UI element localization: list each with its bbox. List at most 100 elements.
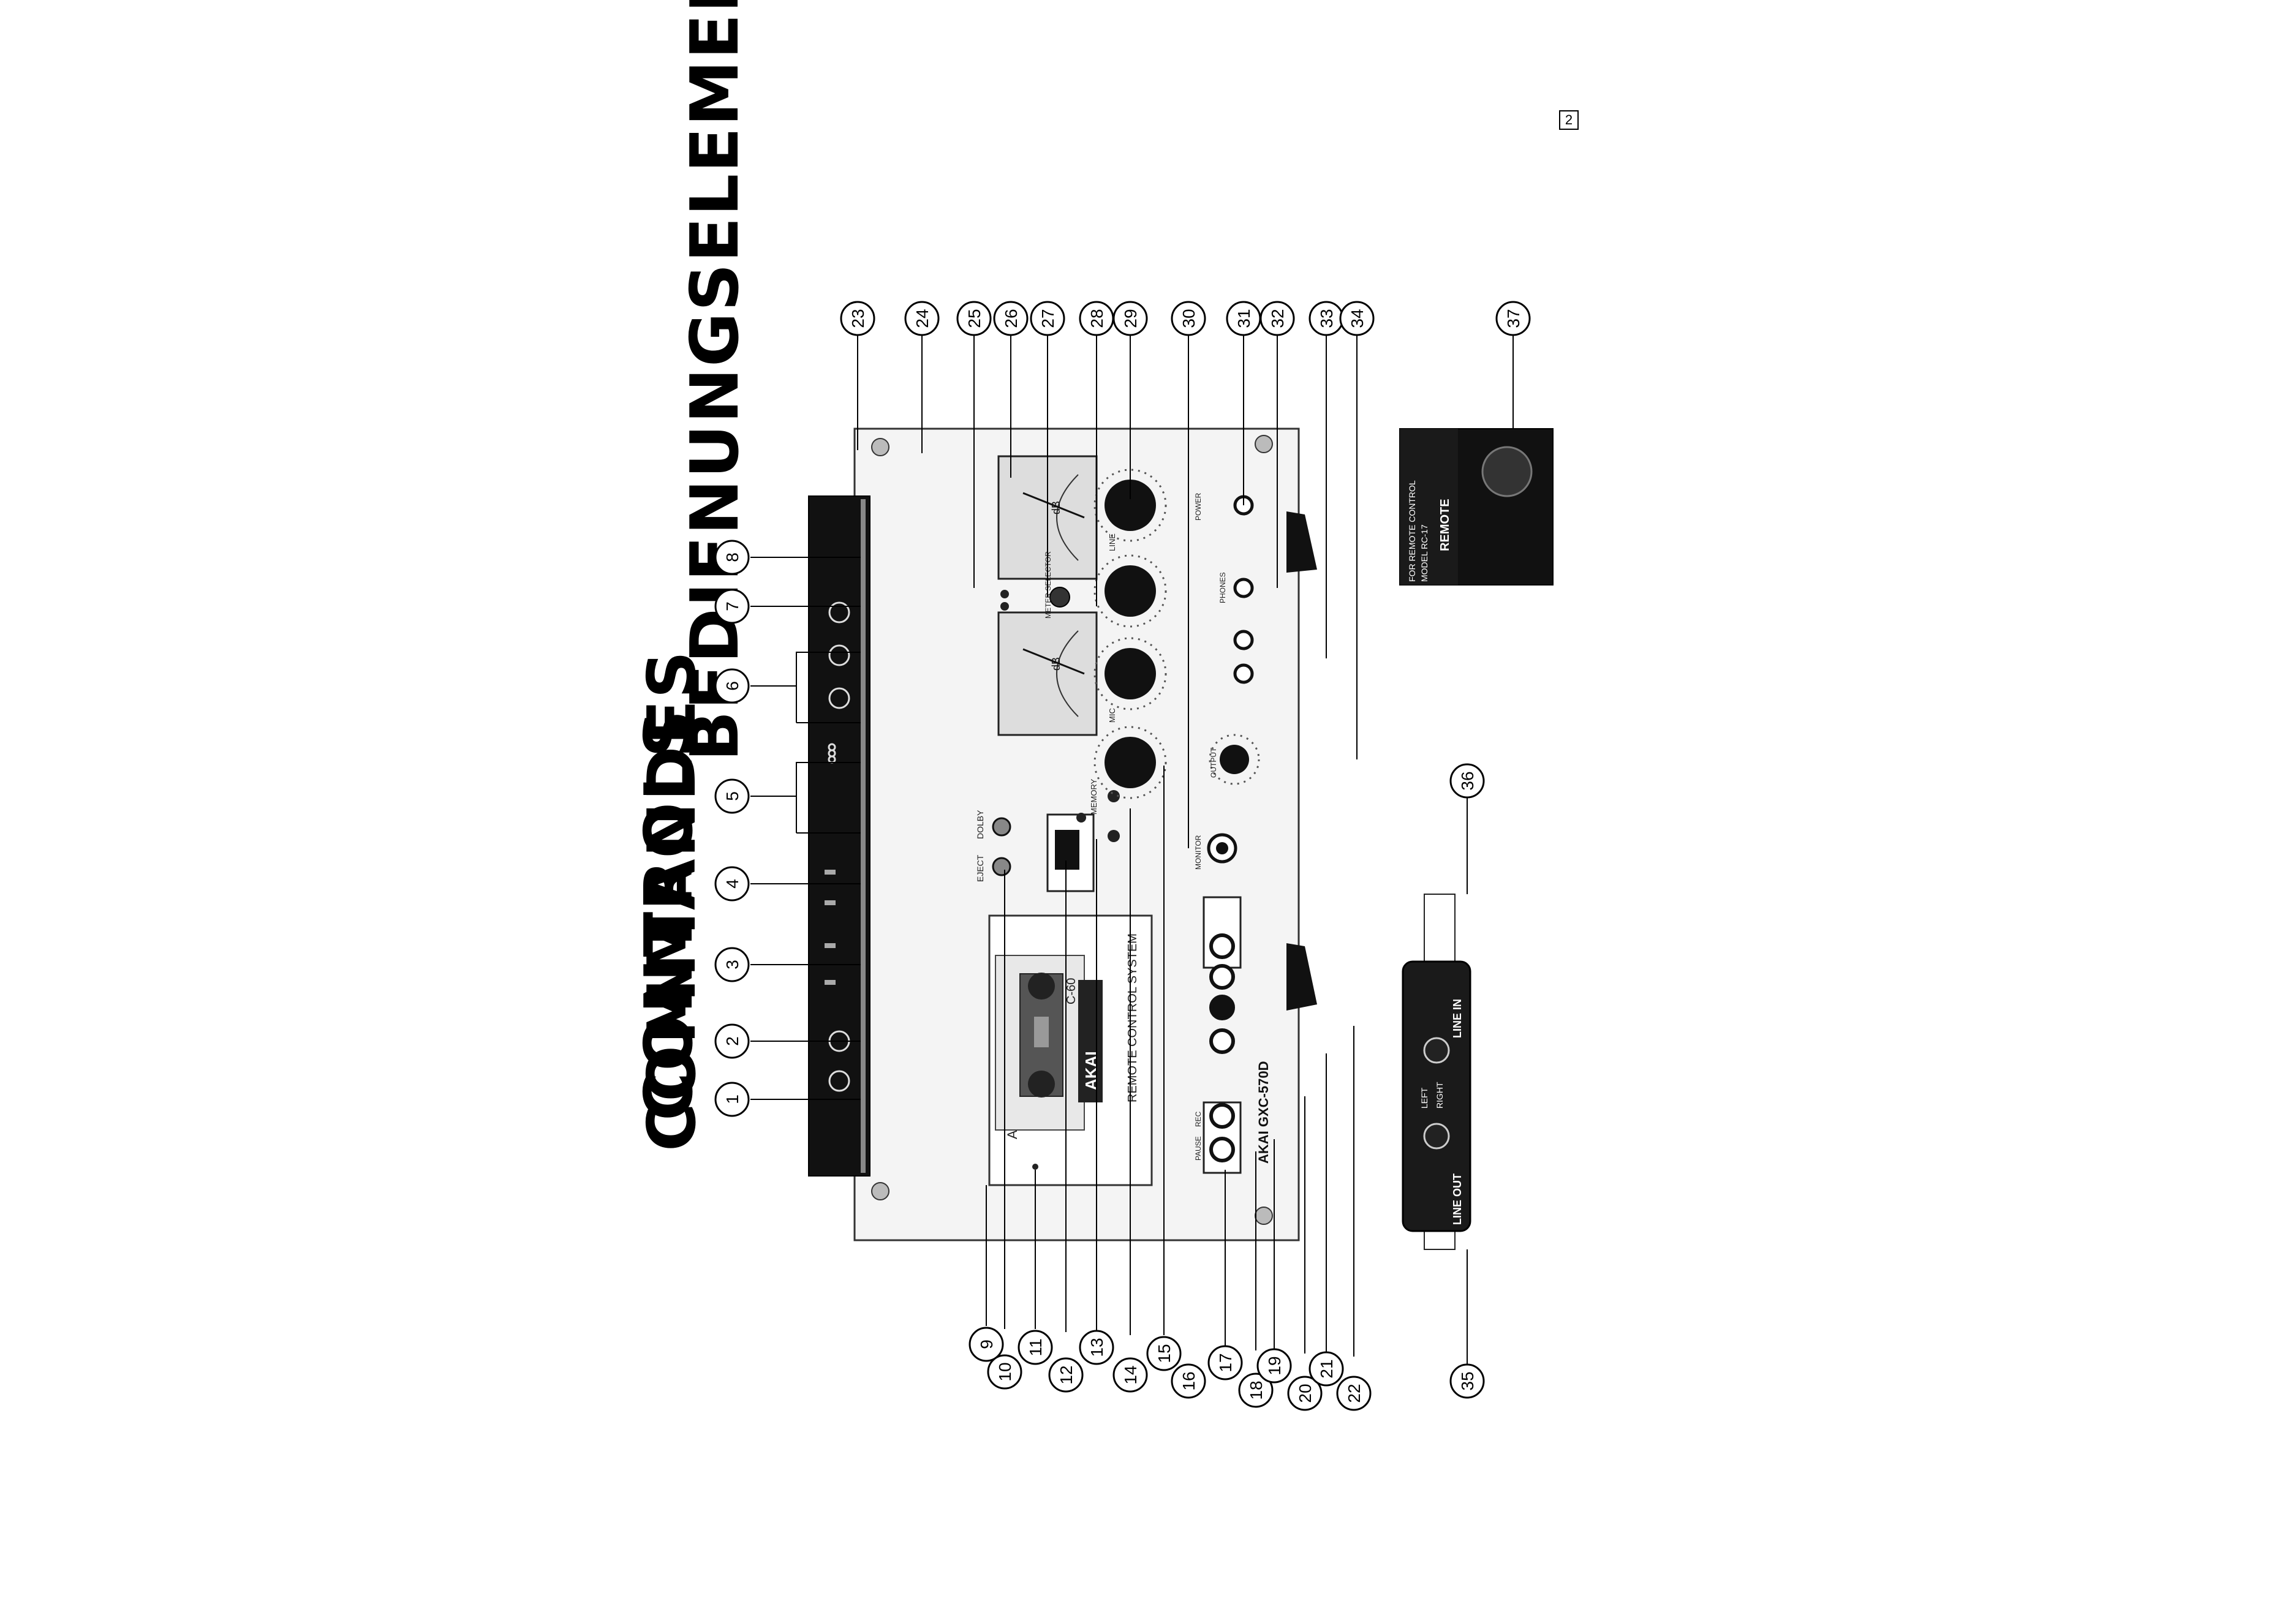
memory-switch[interactable] — [1108, 830, 1120, 842]
line-level-right-knob[interactable] — [1093, 469, 1167, 542]
callout-number: 28 — [1087, 309, 1106, 328]
svg-text:MIC: MIC — [1108, 708, 1117, 723]
rec-button[interactable] — [1209, 1103, 1235, 1129]
callout-32: 32 — [1259, 301, 1295, 336]
fast-forward-button[interactable] — [1209, 933, 1235, 959]
svg-text:LINE IN: LINE IN — [1451, 999, 1463, 1038]
callout-number: 37 — [1504, 309, 1523, 328]
svg-text:POWER: POWER — [1194, 492, 1203, 521]
callout-15: 15 — [1146, 1336, 1182, 1371]
callout-number: 20 — [1296, 1384, 1315, 1403]
callout-number: 12 — [1057, 1365, 1076, 1384]
callout-27: 27 — [1030, 301, 1065, 336]
dolby-button[interactable] — [992, 817, 1011, 837]
callout-number: 9 — [977, 1339, 996, 1349]
callout-10: 10 — [987, 1354, 1022, 1390]
callout-16: 16 — [1171, 1363, 1206, 1399]
cassette-deck: A AKAI C-60 REMOTE CONTROL SYSTEM EJECT … — [808, 427, 1317, 1241]
eject-button[interactable] — [992, 857, 1011, 876]
line-out-left-jack[interactable] — [1423, 1123, 1450, 1150]
callout-number: 34 — [1348, 309, 1367, 328]
callout-1: 1 — [714, 1082, 750, 1117]
rear-panel-inset: LINE OUT LINE IN LEFT RIGHT — [1402, 894, 1471, 1250]
callout-number: 33 — [1317, 309, 1336, 328]
callout-25: 25 — [956, 301, 992, 336]
callout-number: 30 — [1179, 309, 1198, 328]
play-button[interactable] — [1209, 964, 1235, 990]
stop-button[interactable] — [1209, 995, 1235, 1020]
output-level-knob[interactable] — [1209, 734, 1260, 785]
cassette-type: C-60 — [1065, 978, 1078, 1004]
dolby-indicator — [1000, 602, 1009, 611]
callout-number: 22 — [1345, 1384, 1364, 1403]
remote-socket-inset: FOR REMOTE CONTROL MODEL RC-17 REMOTE — [1399, 428, 1554, 586]
callout-number: 16 — [1179, 1371, 1198, 1390]
callout-number: 21 — [1317, 1359, 1336, 1378]
callout-24: 24 — [904, 301, 940, 336]
svg-text:REMOTE: REMOTE — [1438, 499, 1452, 551]
callout-number: 32 — [1268, 309, 1287, 328]
svg-text:MONITOR: MONITOR — [1194, 835, 1203, 870]
callout-36: 36 — [1449, 763, 1485, 799]
svg-text:dB: dB — [1050, 501, 1062, 514]
callout-19: 19 — [1256, 1348, 1292, 1384]
callout-30: 30 — [1171, 301, 1206, 336]
svg-text:PHONES: PHONES — [1218, 572, 1227, 603]
remote-socket[interactable] — [1481, 446, 1533, 497]
svg-text:REC: REC — [1194, 1111, 1203, 1127]
callout-number: 26 — [1002, 309, 1021, 328]
callout-21: 21 — [1308, 1351, 1344, 1387]
mic-jack-right[interactable] — [1233, 630, 1254, 650]
mic-level-right-knob[interactable] — [1093, 637, 1167, 710]
callout-number: 18 — [1247, 1380, 1266, 1399]
callout-number: 13 — [1087, 1338, 1106, 1357]
callout-number: 15 — [1155, 1344, 1174, 1363]
callout-number: 2 — [723, 1036, 742, 1046]
cassette-side-label: A — [1005, 1130, 1020, 1139]
callout-12: 12 — [1048, 1357, 1084, 1393]
callout-number: 8 — [723, 552, 742, 562]
vu-meter-left: dB — [997, 611, 1098, 736]
mic-level-left-knob[interactable] — [1093, 726, 1167, 799]
callout-number: 35 — [1458, 1371, 1477, 1390]
rewind-button[interactable] — [1209, 1028, 1235, 1054]
phones-jack[interactable] — [1233, 578, 1254, 598]
memory-label: MEMORY — [1089, 778, 1098, 815]
callout-number: 1 — [723, 1094, 742, 1104]
system-label: REMOTE CONTROL SYSTEM — [1126, 933, 1139, 1102]
svg-text:FOR REMOTE CONTROL: FOR REMOTE CONTROL — [1407, 480, 1417, 582]
callout-number: 17 — [1216, 1353, 1235, 1372]
line-level-left-knob[interactable] — [1093, 554, 1167, 628]
callout-31: 31 — [1226, 301, 1261, 336]
pause-button[interactable] — [1209, 1137, 1235, 1162]
line-out-right-jack[interactable] — [1423, 1037, 1450, 1064]
callout-8: 8 — [714, 540, 750, 575]
callout-23: 23 — [840, 301, 875, 336]
svg-text:LINE OUT: LINE OUT — [1451, 1173, 1463, 1225]
eject-label: EJECT — [975, 854, 985, 882]
callout-number: 3 — [723, 960, 742, 970]
callout-number: 29 — [1121, 309, 1140, 328]
callout-2: 2 — [714, 1023, 750, 1059]
cassette-brand: AKAI — [1082, 1051, 1100, 1090]
mic-jack-left[interactable] — [1233, 663, 1254, 684]
callout-35: 35 — [1449, 1363, 1485, 1399]
callout-5: 5 — [714, 778, 750, 814]
callout-28: 28 — [1079, 301, 1114, 336]
counter-reset-button[interactable] — [1076, 813, 1086, 823]
callout-3: 3 — [714, 947, 750, 982]
callout-13: 13 — [1079, 1330, 1114, 1365]
page-number: 2 — [1559, 110, 1579, 130]
callout-number: 36 — [1458, 771, 1477, 790]
meter-selector-switch[interactable] — [1049, 587, 1070, 608]
callout-number: 11 — [1026, 1338, 1045, 1356]
callout-22: 22 — [1336, 1376, 1372, 1411]
callout-11: 11 — [1018, 1330, 1053, 1365]
callout-number: 4 — [723, 879, 742, 889]
callout-number: 7 — [723, 601, 742, 611]
callout-number: 24 — [913, 309, 932, 328]
callout-26: 26 — [993, 301, 1029, 336]
callout-17: 17 — [1207, 1345, 1243, 1380]
